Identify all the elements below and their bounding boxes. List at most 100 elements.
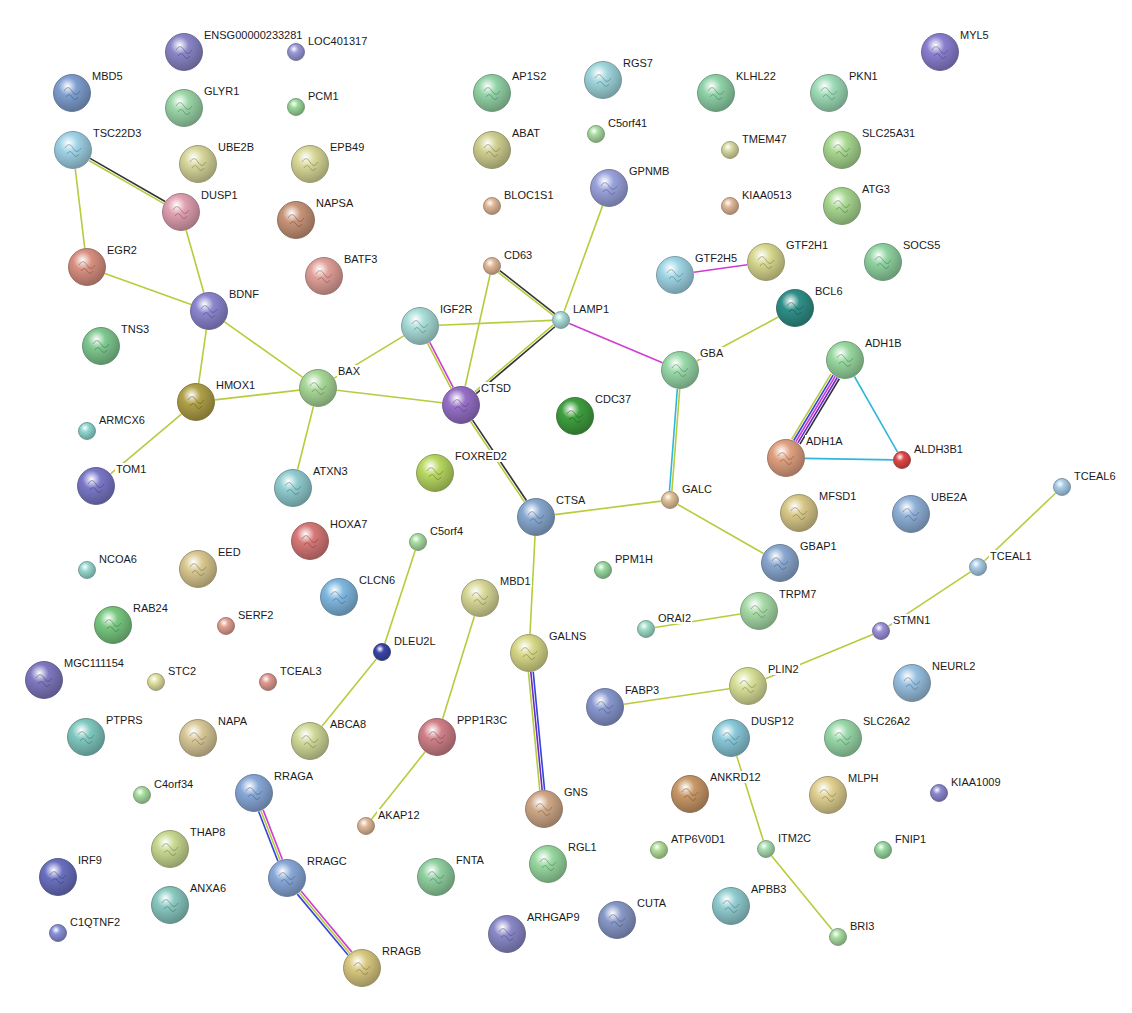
- structure-sketch: [540, 859, 556, 871]
- node-sphere: [556, 397, 594, 435]
- sphere-body: [722, 198, 739, 215]
- structure-sketch: [288, 215, 304, 227]
- evidence-line: [199, 330, 207, 383]
- structure-sketch: [428, 872, 444, 884]
- protein-node: GBAP1: [761, 544, 799, 582]
- protein-node: GNS: [525, 790, 563, 828]
- node-label: RGS7: [622, 57, 654, 69]
- node-sphere: [94, 606, 132, 644]
- node-sphere: [1053, 478, 1071, 496]
- structure-sketch: [173, 207, 189, 219]
- protein-node: KIAA0513: [721, 197, 739, 215]
- protein-node: TNS3: [82, 327, 120, 365]
- sphere-body: [873, 623, 890, 640]
- node-label: BCL6: [814, 285, 844, 297]
- sphere-body: [292, 523, 329, 560]
- node-label: PKN1: [848, 70, 879, 82]
- node-label: RRAGC: [306, 855, 348, 867]
- node-label: CTSD: [480, 382, 512, 394]
- structure-sketch: [904, 678, 920, 690]
- interaction-edge: [215, 390, 299, 400]
- node-sphere: [930, 784, 948, 802]
- protein-node: C4orf34: [133, 786, 151, 804]
- structure-sketch: [821, 88, 837, 100]
- interaction-edge: [498, 271, 554, 316]
- evidence-line: [889, 572, 971, 626]
- node-sphere: [147, 673, 165, 691]
- node-sphere: [483, 257, 501, 275]
- node-label: DLEU2L: [393, 635, 437, 647]
- node-label: DUSP1: [200, 189, 239, 201]
- interaction-edge: [889, 572, 971, 626]
- sphere-body: [300, 370, 337, 407]
- interaction-edge: [186, 230, 204, 292]
- node-label: ARMCX6: [98, 414, 146, 426]
- node-label: ANXA6: [189, 882, 227, 894]
- interaction-edge: [697, 317, 779, 361]
- structure-sketch: [188, 397, 204, 409]
- interaction-edge: [854, 377, 897, 453]
- sphere-body: [758, 841, 775, 858]
- evidence-line: [792, 374, 831, 439]
- structure-sketch: [834, 201, 850, 213]
- evidence-line: [89, 161, 164, 204]
- node-sphere: [721, 141, 739, 159]
- protein-node: STC2: [147, 673, 165, 691]
- node-sphere: [291, 145, 329, 183]
- sphere-body: [410, 534, 427, 551]
- node-label: TCEAL6: [1073, 470, 1117, 482]
- node-sphere: [780, 494, 818, 532]
- node-sphere: [179, 550, 217, 588]
- node-label: ATXN3: [312, 465, 349, 477]
- node-label: ALDH3B1: [913, 443, 964, 455]
- node-sphere: [488, 915, 526, 953]
- sphere-body: [595, 562, 612, 579]
- node-label: FNTA: [455, 854, 485, 866]
- node-sphere: [747, 243, 785, 281]
- node-sphere: [721, 197, 739, 215]
- protein-node: GLYR1: [165, 89, 203, 127]
- protein-node: NEURL2: [893, 664, 931, 702]
- node-label: ABAT: [511, 127, 541, 139]
- structure-sketch: [190, 564, 206, 576]
- node-label: IRF9: [77, 854, 103, 866]
- protein-node: ALDH3B1: [893, 451, 911, 469]
- sphere-body: [134, 787, 151, 804]
- node-label: TSC22D3: [92, 127, 142, 139]
- protein-node: PPP1R3C: [418, 718, 456, 756]
- structure-sketch: [190, 159, 206, 171]
- node-sphere: [517, 498, 555, 536]
- structure-sketch: [78, 732, 94, 744]
- node-label: STMN1: [892, 614, 931, 626]
- node-label: THAP8: [189, 826, 226, 838]
- protein-node: CTSA: [517, 498, 555, 536]
- node-sphere: [473, 74, 511, 112]
- evidence-line: [225, 322, 303, 377]
- sphere-body: [530, 846, 567, 883]
- sphere-body: [698, 75, 735, 112]
- node-label: UBE2A: [930, 491, 968, 503]
- evidence-line: [90, 158, 165, 201]
- interaction-edge: [694, 265, 747, 273]
- protein-node: RGS7: [584, 61, 622, 99]
- protein-node: TRPM7: [740, 592, 778, 630]
- protein-node: ANXA6: [151, 886, 189, 924]
- node-label: KIAA0513: [741, 189, 793, 201]
- node-sphere: [864, 243, 902, 281]
- structure-sketch: [50, 872, 66, 884]
- node-sphere: [637, 620, 655, 638]
- structure-sketch: [36, 675, 52, 687]
- node-label: ABCA8: [329, 718, 367, 730]
- node-label: C5orf41: [607, 117, 648, 129]
- sphere-body: [163, 194, 200, 231]
- interaction-edge: [792, 374, 840, 444]
- node-label: SLC25A31: [861, 127, 916, 139]
- node-label: CLCN6: [358, 574, 396, 586]
- node-sphere: [740, 592, 778, 630]
- sphere-body: [865, 244, 902, 281]
- protein-node: ADH1A: [767, 439, 805, 477]
- sphere-body: [893, 496, 930, 533]
- sphere-body: [26, 662, 63, 699]
- node-sphere: [483, 197, 501, 215]
